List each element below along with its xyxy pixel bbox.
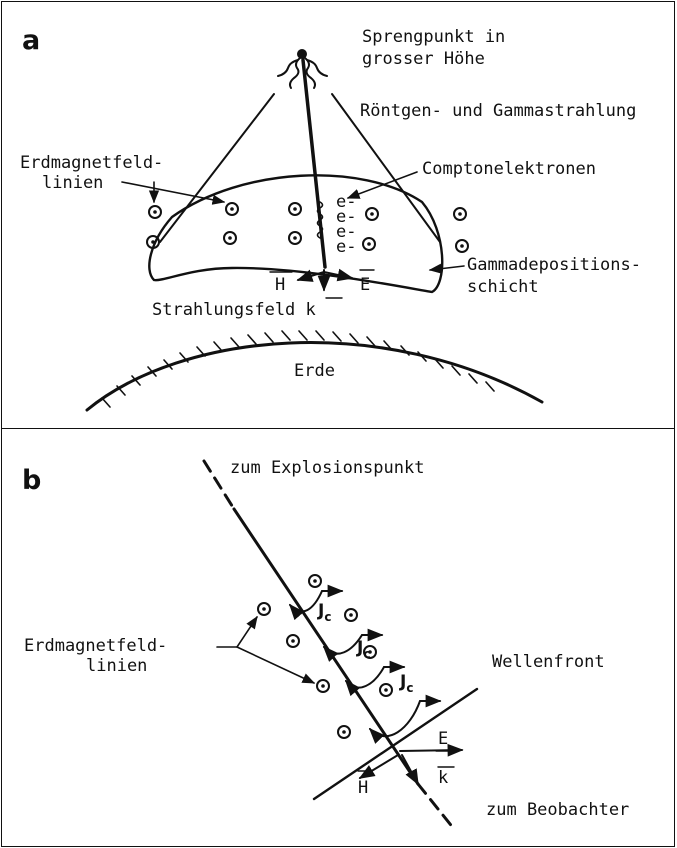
- field-line-symbol: [288, 202, 302, 216]
- current-loop: [344, 666, 385, 697]
- field-line-symbol: [337, 725, 351, 739]
- h-label: H: [275, 275, 285, 295]
- jc-label: Jc: [356, 638, 370, 661]
- jc-label: Jc: [317, 601, 331, 624]
- field-lines-label-2: linien: [42, 173, 103, 193]
- deposition-label-1: Gammadepositions-: [467, 255, 641, 275]
- field-line-symbols: [257, 574, 393, 739]
- burst-label-1: Sprengpunkt in: [362, 27, 505, 47]
- current-loop: [322, 634, 363, 662]
- panel-b: b Jc Jc Jc E k H zum Explosionspunkt Erd…: [1, 428, 675, 847]
- field-line-symbol: [453, 207, 467, 221]
- ray-dashed-bottom: [416, 782, 456, 831]
- e-vector: [323, 268, 354, 282]
- field-line-symbol: [225, 202, 239, 216]
- burst-point: [297, 49, 307, 59]
- wavefront-label: Wellenfront: [492, 652, 605, 672]
- field-line-symbols: [146, 202, 469, 253]
- h-vector: [358, 754, 399, 779]
- current-loop: [368, 700, 421, 744]
- field-line-symbol: [316, 679, 330, 693]
- h-vector: [296, 269, 325, 282]
- ray-squiggle: [304, 57, 316, 89]
- field-lines-label-1: Erdmagnetfeld-: [20, 153, 163, 173]
- k-vector: [401, 754, 419, 786]
- e-vector: [399, 743, 464, 757]
- ray-solid: [232, 507, 420, 786]
- ray-squiggle: [289, 57, 301, 89]
- to-observer-label: zum Beobachter: [486, 800, 629, 820]
- field-lines-arrow: [236, 615, 258, 648]
- electron-track: [316, 201, 324, 239]
- central-ray: [301, 58, 327, 269]
- field-line-symbol: [257, 602, 271, 616]
- electron-label: e-: [336, 237, 356, 257]
- panel-b-letter: b: [22, 465, 41, 496]
- jc-label: Jc: [399, 672, 413, 695]
- field-line-symbol: [286, 634, 300, 648]
- wavefront-line: [312, 687, 479, 801]
- radiation-label: Röntgen- und Gammastrahlung: [360, 101, 636, 121]
- k-label: k: [438, 768, 448, 788]
- ray-dashed-top: [202, 459, 236, 511]
- field-line-symbol: [146, 235, 160, 249]
- cone-right: [331, 93, 441, 243]
- earth-surface: [85, 341, 544, 412]
- field-line-symbol: [288, 231, 302, 245]
- earth-label: Erde: [294, 361, 335, 381]
- field-line-symbol: [148, 205, 162, 219]
- compton-label: Comptonelektronen: [422, 159, 596, 179]
- electron-label: e-: [336, 222, 356, 242]
- field-lines-arrow: [236, 646, 316, 684]
- field-line-symbol: [308, 574, 322, 588]
- radiation-field-label: Strahlungsfeld k: [152, 300, 316, 320]
- deposition-label-2: schicht: [467, 277, 539, 297]
- compton-arrow: [346, 171, 418, 199]
- field-line-symbol: [379, 683, 393, 697]
- burst-label-2: grosser Höhe: [362, 49, 485, 69]
- panel-a-letter: a: [22, 25, 40, 56]
- field-lines-label-1: Erdmagnetfeld-: [24, 636, 167, 656]
- e-label: E: [360, 275, 370, 295]
- h-label: H: [358, 778, 368, 798]
- earth-hatching: [101, 330, 495, 408]
- field-lines-label-2: linien: [86, 656, 147, 676]
- field-line-symbol: [455, 239, 469, 253]
- to-explosion-label: zum Explosionspunkt: [230, 458, 424, 478]
- field-line-symbol: [223, 231, 237, 245]
- panel-a-diagram: a e- e- e- e- Sprengpunkt in grosser Höh…: [20, 25, 641, 412]
- panel-b-diagram: b Jc Jc Jc E k H zum Explosionspunkt Erd…: [22, 458, 629, 831]
- field-line-symbol: [363, 645, 377, 659]
- panel-a: a e- e- e- e- Sprengpunkt in grosser Höh…: [1, 1, 675, 429]
- field-line-symbol: [362, 237, 376, 251]
- ray-squiggle: [277, 59, 299, 77]
- current-loop: [288, 590, 323, 621]
- field-line-symbol: [344, 608, 358, 622]
- ray-squiggle: [306, 59, 328, 77]
- deposition-layer: [148, 174, 444, 294]
- e-label: E: [438, 729, 448, 749]
- field-lines-arrow: [121, 181, 226, 205]
- cone-left: [159, 93, 275, 243]
- field-line-symbol: [365, 207, 379, 221]
- deposition-arrow: [428, 263, 465, 274]
- electron-label: e-: [336, 207, 356, 227]
